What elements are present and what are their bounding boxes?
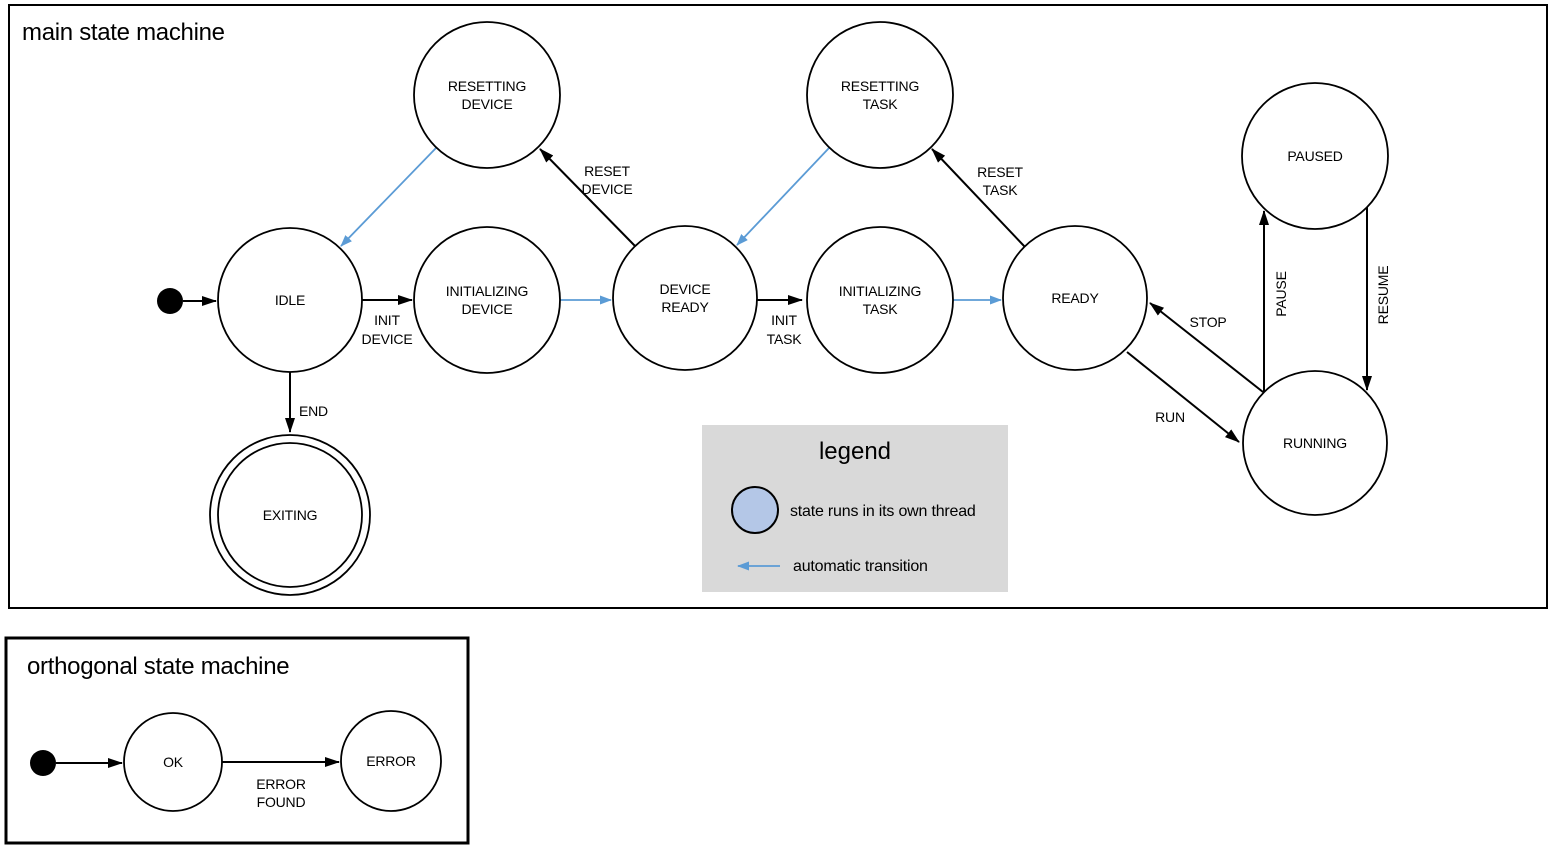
state-circle	[217, 227, 363, 373]
state-label: PAUSED	[1287, 148, 1342, 164]
legend-threaded-state-icon	[731, 486, 779, 534]
state-circle	[340, 710, 442, 812]
state-initializing-task: INITIALIZING TASK	[806, 226, 954, 374]
state-paused: PAUSED	[1241, 82, 1389, 230]
transition-reset-task: RESET TASK	[931, 148, 1026, 248]
legend-panel: legend state runs in its own thread auto…	[702, 425, 1008, 592]
state-label: RESETTING	[841, 78, 919, 94]
transition-resume: RESUME	[1362, 207, 1391, 391]
transition-label: PAUSE	[1273, 271, 1289, 316]
legend-item-label: automatic transition	[793, 558, 928, 575]
transition-arrow	[539, 148, 636, 247]
transition-run: RUN	[1126, 351, 1240, 443]
orthogonal-machine-title: orthogonal state machine	[27, 653, 289, 680]
state-circle	[1241, 82, 1389, 230]
state-label: RESETTING	[448, 78, 526, 94]
state-label: DEVICE	[660, 281, 711, 297]
transition-label: RUN	[1155, 409, 1185, 425]
transition-init-device: INIT DEVICE	[362, 295, 413, 347]
state-ok: OK	[123, 712, 223, 812]
initial-state-dot	[157, 288, 183, 314]
initial-state-dot	[30, 750, 56, 776]
transition-label: RESET	[977, 164, 1023, 180]
state-label: INITIALIZING	[839, 283, 921, 299]
state-resetting-task: RESETTING TASK	[806, 21, 954, 169]
transition-pause: PAUSE	[1259, 210, 1289, 392]
state-label: INITIALIZING	[446, 283, 528, 299]
state-label: ERROR	[366, 753, 416, 769]
transition-label: STOP	[1189, 314, 1226, 330]
main-state-machine-panel: main state machine INIT DEVICE RESET DEV…	[8, 4, 1548, 609]
state-resetting-device: RESETTING DEVICE	[413, 21, 561, 169]
transition-reset-device: RESET DEVICE	[539, 148, 636, 247]
transition-label: INIT	[374, 312, 400, 328]
transition-label: TASK	[983, 182, 1019, 198]
transition-arrow	[1149, 302, 1264, 393]
transition-label: RESUME	[1375, 266, 1391, 325]
transition-arrow	[1126, 351, 1240, 443]
state-label: TASK	[863, 301, 899, 317]
legend-title: legend	[819, 438, 891, 465]
state-label: IDLE	[275, 292, 305, 308]
transition-auto-resetting-device-to-idle	[340, 147, 437, 247]
transition-auto-resetting-task-to-device-ready	[736, 147, 830, 246]
transition-label: INIT	[771, 312, 797, 328]
state-initializing-device: INITIALIZING DEVICE	[413, 226, 561, 374]
orthogonal-machine-border	[4, 636, 470, 845]
state-circle	[413, 226, 561, 374]
transition-label: END	[299, 403, 328, 419]
state-label: DEVICE	[462, 96, 513, 112]
legend-item-label: state runs in its own thread	[790, 503, 976, 520]
transition-end: END	[285, 372, 328, 433]
transition-label: ERROR	[256, 776, 306, 792]
transition-error-found: ERROR FOUND	[222, 757, 340, 810]
transition-init-task: INIT TASK	[757, 295, 803, 347]
state-circle	[217, 442, 363, 588]
state-circle	[612, 225, 758, 371]
state-circle	[123, 712, 223, 812]
state-ready: READY	[1002, 225, 1148, 371]
transition-stop: STOP	[1149, 302, 1264, 393]
transition-label: DEVICE	[582, 181, 633, 197]
state-circle	[806, 226, 954, 374]
transition-arrow	[931, 148, 1026, 248]
state-device-ready: DEVICE READY	[612, 225, 758, 371]
main-machine-title: main state machine	[22, 19, 225, 46]
state-label: EXITING	[263, 507, 318, 523]
state-running: RUNNING	[1242, 370, 1388, 516]
automatic-transition-arrow	[736, 147, 830, 246]
automatic-transition-arrow	[340, 147, 437, 247]
main-machine-border	[8, 4, 1548, 609]
state-label: DEVICE	[462, 301, 513, 317]
state-label: READY	[1051, 290, 1099, 306]
state-label: READY	[661, 299, 709, 315]
state-circle	[1242, 370, 1388, 516]
transition-label: DEVICE	[362, 331, 413, 347]
state-label: RUNNING	[1283, 435, 1347, 451]
state-label: OK	[163, 754, 184, 770]
state-circle	[1002, 225, 1148, 371]
state-label: TASK	[863, 96, 899, 112]
transition-label: RESET	[584, 163, 630, 179]
transition-label: TASK	[767, 331, 803, 347]
state-circle	[413, 21, 561, 169]
orthogonal-state-machine-panel: orthogonal state machine ERROR FOUND OK …	[4, 636, 470, 845]
transition-label: FOUND	[257, 794, 306, 810]
state-circle	[806, 21, 954, 169]
state-idle: IDLE	[217, 227, 363, 373]
state-exiting-final: EXITING	[209, 434, 371, 596]
state-error: ERROR	[340, 710, 442, 812]
